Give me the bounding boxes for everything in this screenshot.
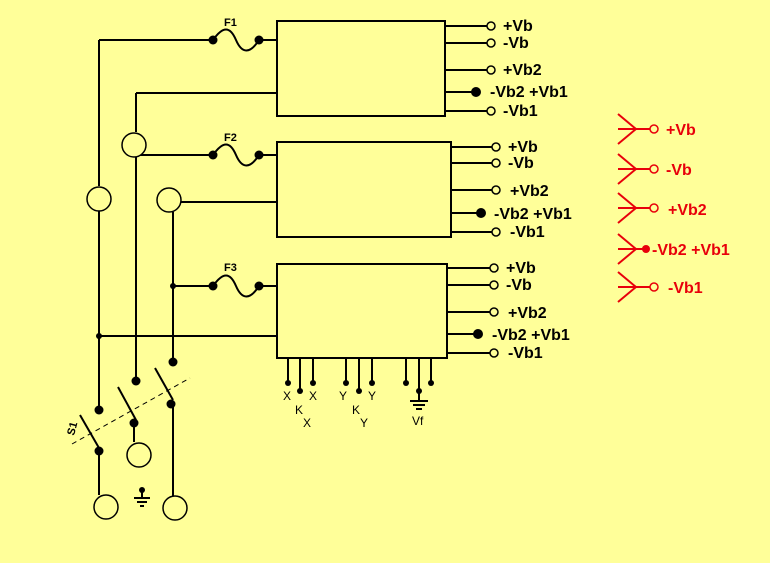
terminal-icon [649, 282, 659, 292]
terminal-icon[interactable] [471, 87, 481, 97]
power-module-2: F2 [136, 132, 452, 238]
fuse-label-f3: F3 [224, 262, 237, 274]
pin-label-x1: X [283, 389, 291, 403]
output-label: -Vb1 [508, 345, 543, 362]
output-label: +Vb2 [510, 183, 549, 200]
pin-label-x2: X [309, 389, 317, 403]
pin-label-ky-sub: Y [360, 416, 368, 430]
output-label: -Vb2 +Vb1 [492, 327, 570, 344]
output-label: -Vb2 +Vb1 [490, 84, 568, 101]
legend-item: +Vb2 [617, 192, 707, 224]
terminal-icon[interactable] [473, 329, 483, 339]
terminal-icon [649, 164, 659, 174]
module-box-1 [276, 20, 446, 117]
terminal-icon [649, 124, 659, 134]
terminal-icon[interactable] [491, 142, 501, 152]
pin-label-kx-sub: X [303, 416, 311, 430]
fuse-label-f2: F2 [224, 132, 237, 144]
switch-label: S1 [65, 421, 80, 437]
output-label: -Vb2 +Vb1 [494, 206, 572, 223]
legend-item: -Vb2 +Vb1 [617, 233, 730, 265]
pin-label-kx: K [295, 403, 303, 417]
terminal-icon [162, 495, 188, 521]
terminal-icon[interactable] [489, 307, 499, 317]
terminal-icon[interactable] [489, 348, 499, 358]
pin-label-vf: Vf [412, 414, 424, 428]
legend: +Vb -Vb +Vb2 -Vb2 +Vb1 -Vb1 [617, 113, 730, 303]
lamp-icon [121, 132, 147, 158]
power-module-3: F3 [96, 262, 448, 359]
terminal-icon[interactable] [491, 158, 501, 168]
output-label: -Vb [506, 277, 532, 294]
legend-item: +Vb [617, 113, 696, 145]
terminal-icon[interactable] [489, 263, 499, 273]
supply-wiring [86, 40, 182, 415]
legend-label: -Vb1 [668, 280, 703, 297]
power-module-1: F1 [99, 17, 446, 117]
lamp-icon [86, 186, 112, 212]
module-3-pins: X K X X Y K Y Y Vf [283, 358, 434, 430]
output-label: -Vb1 [503, 103, 538, 120]
output-label: +Vb [506, 260, 536, 277]
terminal-icon[interactable] [476, 208, 486, 218]
terminal-icon [649, 203, 659, 213]
terminal-icon[interactable] [486, 65, 496, 75]
terminal-icon[interactable] [486, 106, 496, 116]
output-label: +Vb [508, 139, 538, 156]
lamp-icon [156, 187, 182, 213]
terminal-icon[interactable] [491, 185, 501, 195]
terminal-icon[interactable] [486, 38, 496, 48]
fuse-label-f1: F1 [224, 17, 237, 29]
terminal-icon [642, 245, 650, 253]
terminal-icon [93, 494, 119, 520]
legend-label: -Vb2 +Vb1 [652, 242, 730, 259]
module-3-outputs: +Vb -Vb +Vb2 -Vb2 +Vb1 -Vb1 [447, 260, 570, 362]
output-label: +Vb2 [503, 62, 542, 79]
legend-label: +Vb2 [668, 202, 707, 219]
pin-label-y1: Y [339, 389, 347, 403]
output-label: -Vb [508, 155, 534, 172]
terminal-icon [126, 442, 152, 468]
module-box-2 [276, 141, 452, 238]
switch-s1[interactable]: S1 [65, 367, 191, 521]
terminal-icon[interactable] [489, 280, 499, 290]
switch-gang-line [71, 377, 191, 445]
legend-item: -Vb1 [617, 271, 703, 303]
output-label: -Vb [503, 35, 529, 52]
module-2-outputs: +Vb -Vb +Vb2 -Vb2 +Vb1 -Vb1 [451, 139, 572, 241]
pin-label-y2: Y [368, 389, 376, 403]
module-1-outputs: +Vb -Vb +Vb2 -Vb2 +Vb1 -Vb1 [445, 18, 568, 120]
legend-label: +Vb [666, 122, 696, 139]
output-label: +Vb2 [508, 305, 547, 322]
terminal-icon[interactable] [491, 227, 501, 237]
output-label: +Vb [503, 18, 533, 35]
legend-label: -Vb [666, 162, 692, 179]
pin-label-ky: K [352, 403, 360, 417]
legend-item: -Vb [617, 153, 692, 185]
output-label: -Vb1 [510, 224, 545, 241]
module-box-3 [276, 263, 448, 359]
terminal-icon[interactable] [486, 21, 496, 31]
